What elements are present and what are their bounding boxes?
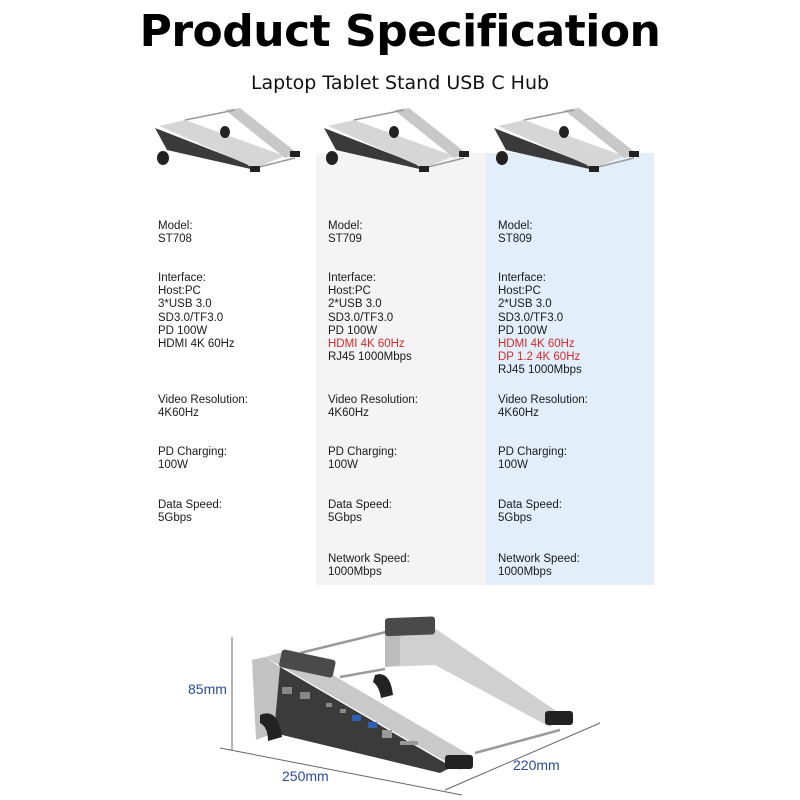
pd-group: PD Charging: 100W — [498, 446, 567, 472]
data-speed-label: Data Speed: — [158, 499, 222, 511]
pd-group: PD Charging: 100W — [328, 446, 397, 472]
model-group: Model: ST809 — [498, 220, 533, 246]
interface-group: Interface: Host:PC 3*USB 3.0 SD3.0/TF3.0… — [158, 272, 235, 351]
interface-item: 2*USB 3.0 — [328, 298, 382, 311]
pd-charging-value: 100W — [158, 459, 189, 472]
data-speed-value: 5Gbps — [328, 512, 362, 525]
interface-item: Host:PC — [158, 285, 201, 298]
stand-thumbnail-st708 — [155, 108, 300, 172]
interface-item: 2*USB 3.0 — [498, 298, 552, 311]
page-subtitle: Laptop Tablet Stand USB C Hub — [250, 72, 550, 94]
interface-label: Interface: — [328, 272, 376, 284]
interface-item: HDMI 4K 60Hz — [158, 338, 235, 351]
interface-item: SD3.0/TF3.0 — [498, 311, 564, 324]
interface-item-highlight: HDMI 4K 60Hz — [328, 338, 405, 351]
interface-item: RJ45 1000Mbps — [498, 364, 582, 377]
height-dimension-label: 85mm — [188, 681, 227, 697]
interface-item: PD 100W — [158, 324, 208, 337]
model-value: ST709 — [328, 233, 362, 246]
network-speed-value: 1000Mbps — [328, 566, 382, 579]
page-title: Product Specification — [139, 6, 661, 57]
interface-item: SD3.0/TF3.0 — [158, 311, 224, 324]
model-value: ST708 — [158, 233, 192, 246]
video-group: Video Resolution: 4K60Hz — [158, 394, 248, 420]
pd-charging-label: PD Charging: — [158, 446, 228, 458]
interface-item: PD 100W — [498, 324, 548, 337]
model-label: Model: — [158, 220, 193, 232]
data-speed-group: Data Speed: 5Gbps — [158, 499, 222, 525]
video-resolution-label: Video Resolution: — [328, 394, 418, 406]
network-speed-group: Network Speed: 1000Mbps — [328, 553, 410, 579]
interface-label: Interface: — [158, 272, 206, 284]
interface-item: Host:PC — [328, 285, 371, 298]
dimension-diagram-stand — [219, 616, 601, 796]
network-speed-value: 1000Mbps — [498, 566, 552, 579]
st709-panel-background — [316, 153, 486, 585]
video-resolution-value: 4K60Hz — [158, 407, 199, 420]
video-group: Video Resolution: 4K60Hz — [328, 394, 418, 420]
model-label: Model: — [328, 220, 363, 232]
interface-item: PD 100W — [328, 324, 378, 337]
interface-item-highlight: HDMI 4K 60Hz — [498, 338, 575, 351]
interface-item-highlight: DP 1.2 4K 60Hz — [498, 351, 581, 364]
interface-label: Interface: — [498, 272, 546, 284]
pd-charging-value: 100W — [498, 459, 529, 472]
video-resolution-value: 4K60Hz — [328, 407, 369, 420]
pd-charging-value: 100W — [328, 459, 359, 472]
data-speed-value: 5Gbps — [498, 512, 532, 525]
model-group: Model: ST709 — [328, 220, 363, 246]
stand-thumbnail-st809 — [494, 108, 639, 172]
model-group: Model: ST708 — [158, 220, 193, 246]
interface-item: Host:PC — [498, 285, 541, 298]
pd-charging-label: PD Charging: — [328, 446, 398, 458]
interface-item: SD3.0/TF3.0 — [328, 311, 394, 324]
data-speed-label: Data Speed: — [328, 499, 392, 511]
pd-charging-label: PD Charging: — [498, 446, 568, 458]
data-speed-group: Data Speed: 5Gbps — [498, 499, 562, 525]
data-speed-group: Data Speed: 5Gbps — [328, 499, 392, 525]
model-value: ST809 — [498, 233, 532, 246]
st809-panel-background — [486, 153, 654, 585]
video-resolution-label: Video Resolution: — [158, 394, 248, 406]
depth-dimension-label: 220mm — [513, 757, 560, 773]
width-dimension-label: 250mm — [282, 768, 329, 784]
network-speed-group: Network Speed: 1000Mbps — [498, 553, 580, 579]
data-speed-value: 5Gbps — [158, 512, 192, 525]
data-speed-label: Data Speed: — [498, 499, 562, 511]
stand-thumbnail-st709 — [324, 108, 469, 172]
network-speed-label: Network Speed: — [328, 553, 410, 565]
interface-item: 3*USB 3.0 — [158, 298, 212, 311]
video-group: Video Resolution: 4K60Hz — [498, 394, 588, 420]
pd-group: PD Charging: 100W — [158, 446, 227, 472]
network-speed-label: Network Speed: — [498, 553, 580, 565]
interface-item: RJ45 1000Mbps — [328, 351, 412, 364]
model-label: Model: — [498, 220, 533, 232]
interface-group: Interface: Host:PC 2*USB 3.0 SD3.0/TF3.0… — [328, 272, 412, 364]
interface-group: Interface: Host:PC 2*USB 3.0 SD3.0/TF3.0… — [498, 272, 582, 378]
video-resolution-label: Video Resolution: — [498, 394, 588, 406]
video-resolution-value: 4K60Hz — [498, 407, 539, 420]
